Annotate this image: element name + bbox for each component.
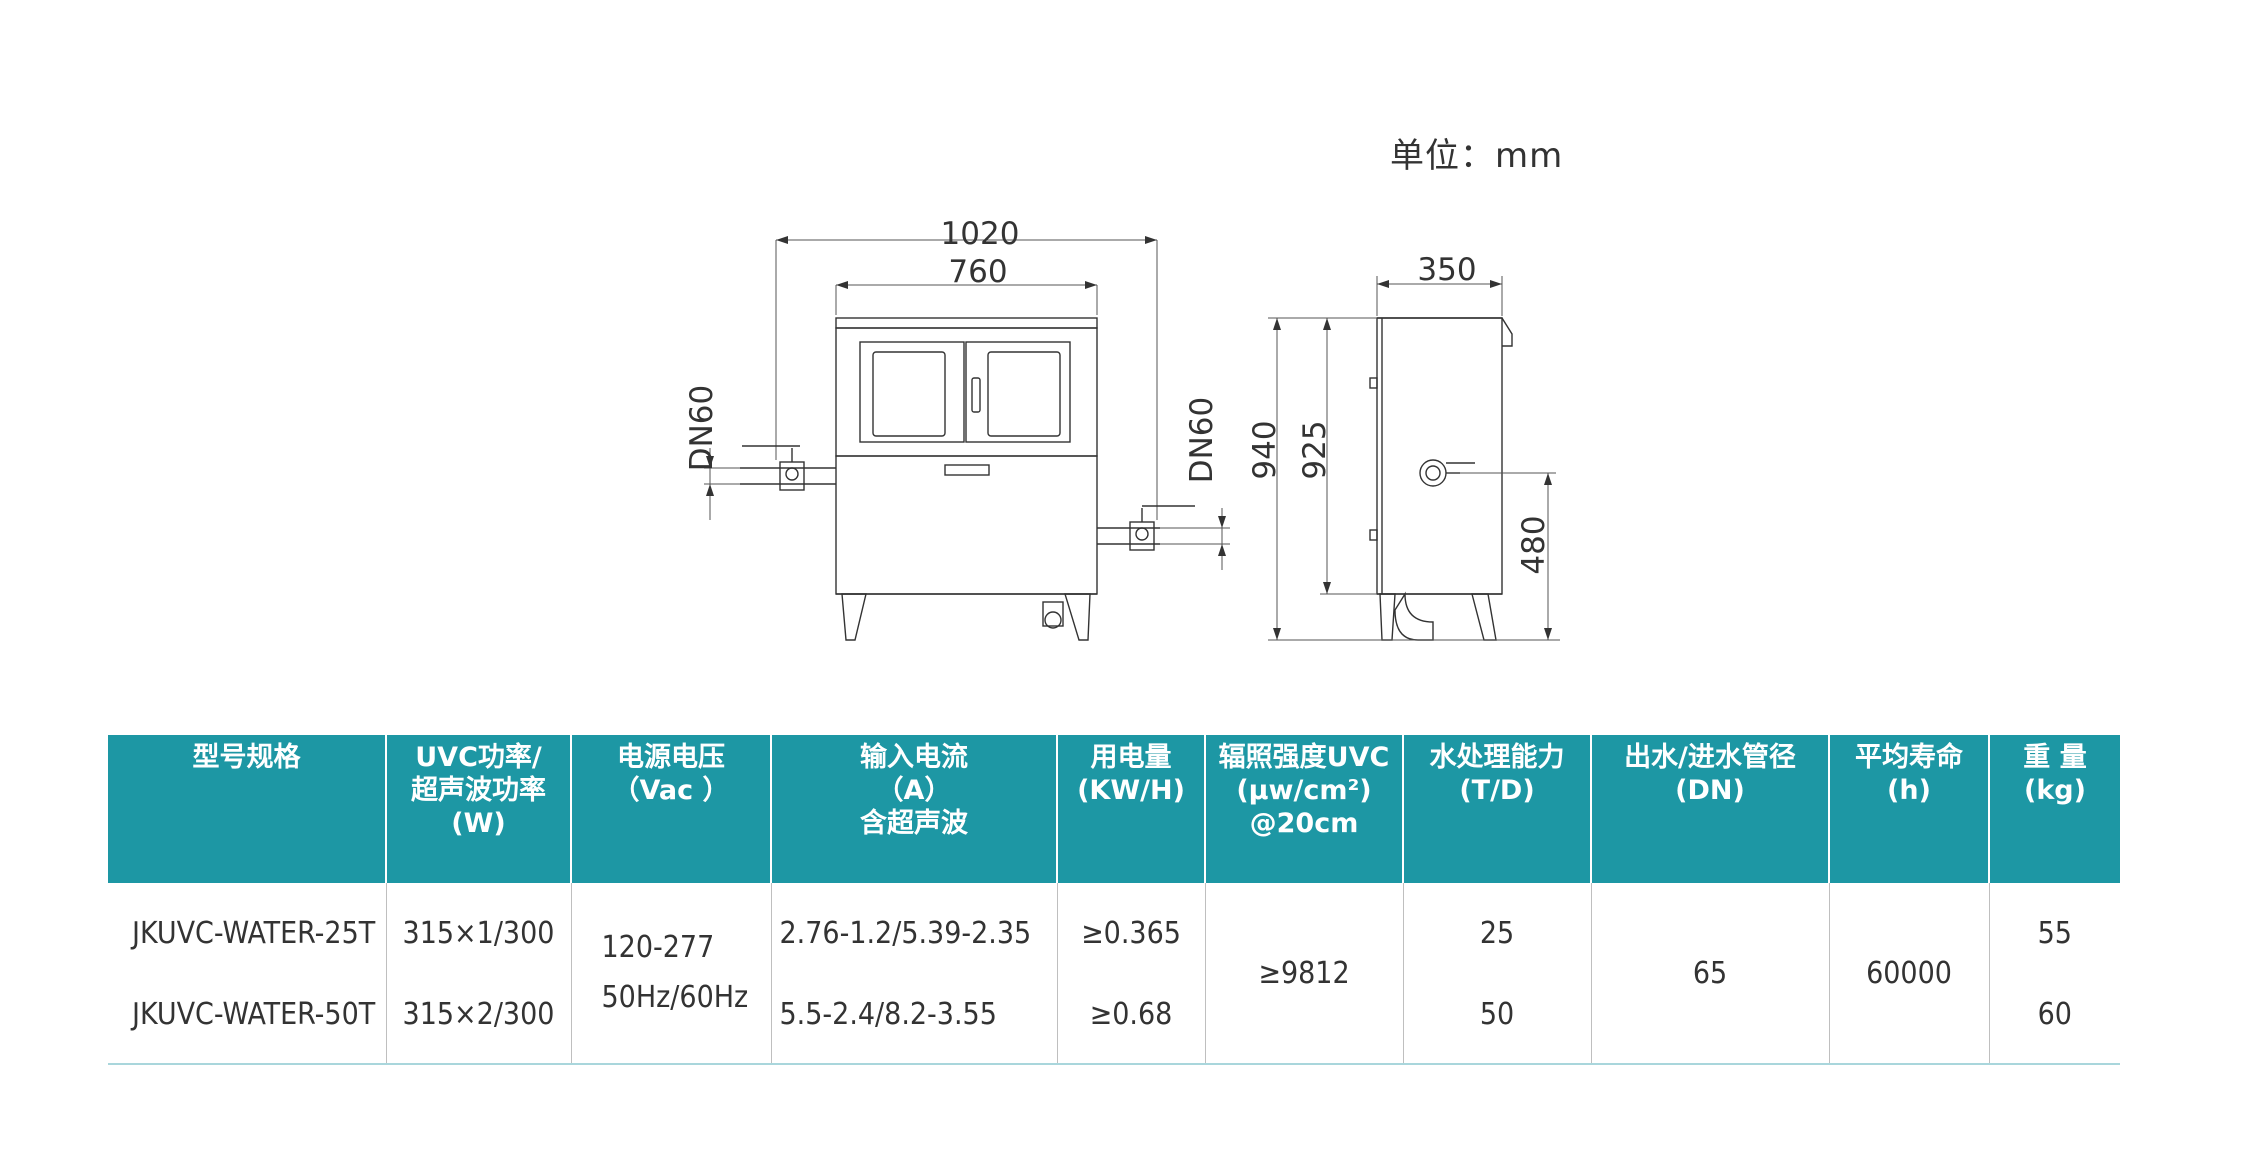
header-capacity: 水处理能力 (T/D) [1403, 735, 1592, 883]
spec-table: 型号规格 UVC功率/ 超声波功率 (W) 电源电压 （Vac ） 输入电流 （… [108, 735, 2120, 1065]
cell-irradiance: ≥9812 [1205, 883, 1404, 1064]
dim-760: 760 [948, 254, 1007, 290]
model-25t: JKUVC-WATER-25T [132, 916, 376, 951]
current-25t: 2.76-1.2/5.39-2.35 [779, 916, 1032, 951]
dim-1020: 1020 [941, 216, 1020, 252]
cell-pipe: 65 [1591, 883, 1830, 1064]
dim-dn60-inlet: DN60 [684, 385, 720, 472]
consumption-50t: ≥0.68 [1089, 997, 1173, 1032]
dim-dn60-outlet: DN60 [1184, 397, 1220, 484]
weight-50t: 60 [2037, 997, 2072, 1032]
header-pipe: 出水/进水管径 (DN) [1591, 735, 1830, 883]
header-voltage: 电源电压 （Vac ） [571, 735, 772, 883]
dim-480: 480 [1516, 515, 1552, 574]
dimension-drawing: 1020 760 [684, 216, 1560, 641]
table-row: JKUVC-WATER-25T JKUVC-WATER-50T 315×1/30… [108, 883, 2120, 1064]
cell-current: 2.76-1.2/5.39-2.35 5.5-2.4/8.2-3.55 [771, 883, 1058, 1064]
header-lifetime: 平均寿命 (h) [1829, 735, 1990, 883]
cell-power: 315×1/300 315×2/300 [386, 883, 572, 1064]
weight-25t: 55 [2037, 916, 2072, 951]
header-irradiance: 辐照强度UVC (μw/cm²) @20cm [1205, 735, 1404, 883]
capacity-25t: 25 [1479, 916, 1515, 951]
header-current: 输入电流 （A） 含超声波 [771, 735, 1058, 883]
cell-capacity: 25 50 [1403, 883, 1592, 1064]
cell-voltage: 120-277 50Hz/60Hz [571, 883, 772, 1064]
capacity-50t: 50 [1479, 997, 1515, 1032]
voltage-range: 120-277 [601, 930, 715, 965]
header-consumption: 用电量 (KW/H) [1057, 735, 1206, 883]
current-50t: 5.5-2.4/8.2-3.55 [779, 997, 997, 1032]
power-50t: 315×2/300 [402, 997, 555, 1032]
consumption-25t: ≥0.365 [1081, 916, 1181, 951]
power-25t: 315×1/300 [402, 916, 555, 951]
cell-weight: 55 60 [1989, 883, 2120, 1064]
cell-consumption: ≥0.365 ≥0.68 [1057, 883, 1206, 1064]
voltage-frequency: 50Hz/60Hz [601, 980, 749, 1015]
header-weight: 重 量 (kg) [1989, 735, 2120, 883]
header-power: UVC功率/ 超声波功率 (W) [386, 735, 572, 883]
dim-940: 940 [1247, 420, 1283, 479]
model-50t: JKUVC-WATER-50T [132, 997, 376, 1032]
unit-label: 单位：mm [1390, 136, 1564, 176]
header-model: 型号规格 [108, 735, 387, 883]
dim-925: 925 [1297, 420, 1333, 479]
side-view: 350 940 925 480 [1247, 252, 1560, 641]
dim-350: 350 [1417, 252, 1476, 288]
cell-models: JKUVC-WATER-25T JKUVC-WATER-50T [108, 883, 387, 1064]
cell-lifetime: 60000 [1829, 883, 1990, 1064]
front-view: 1020 760 [684, 216, 1230, 641]
table-header-row: 型号规格 UVC功率/ 超声波功率 (W) 电源电压 （Vac ） 输入电流 （… [108, 735, 2120, 883]
